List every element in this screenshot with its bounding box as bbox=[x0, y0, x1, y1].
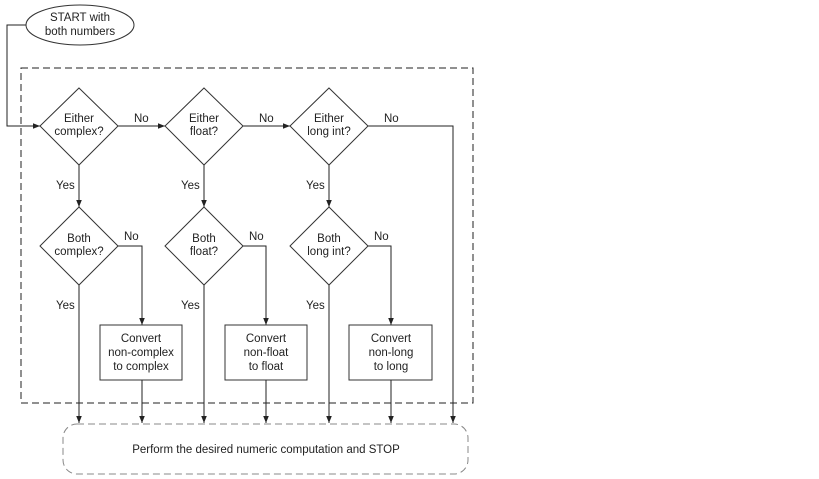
no-label: No bbox=[259, 113, 274, 125]
end-text: Perform the desired numeric computation … bbox=[132, 444, 400, 456]
convert-text: Convert bbox=[121, 333, 162, 345]
convert-text: to float bbox=[249, 361, 284, 373]
convert-text: to long bbox=[374, 361, 409, 373]
column-long: Either long int? Yes Both long int? Yes … bbox=[289, 87, 433, 423]
decision-text: Either bbox=[189, 113, 219, 125]
connector-no bbox=[368, 125, 456, 423]
yes-label: Yes bbox=[56, 180, 75, 192]
start-connector bbox=[6, 24, 40, 129]
no-label: No bbox=[249, 231, 264, 243]
column-complex: Either complex? Yes Both complex? Yes No… bbox=[39, 87, 183, 423]
start-text: both numbers bbox=[45, 26, 116, 38]
no-label: No bbox=[134, 113, 149, 125]
decision-text: float? bbox=[190, 246, 218, 258]
decision-text: Both bbox=[67, 233, 91, 245]
no-label: No bbox=[124, 231, 139, 243]
decision-text: float? bbox=[190, 126, 218, 138]
convert-text: non-complex bbox=[108, 347, 174, 359]
convert-text: non-long bbox=[369, 347, 414, 359]
convert-text: Convert bbox=[371, 333, 412, 345]
decision-text: Either bbox=[64, 113, 94, 125]
start-text: START with bbox=[50, 12, 110, 24]
yes-label: Yes bbox=[56, 300, 75, 312]
column-float: Either float? Yes Both float? Yes No Con… bbox=[164, 87, 308, 423]
convert-text: to complex bbox=[113, 361, 169, 373]
decision-text: Either bbox=[314, 113, 344, 125]
convert-text: non-float bbox=[244, 347, 290, 359]
yes-label: Yes bbox=[181, 300, 200, 312]
yes-label: Yes bbox=[181, 180, 200, 192]
yes-label: Yes bbox=[306, 180, 325, 192]
no-label: No bbox=[374, 231, 389, 243]
decision-text: long int? bbox=[307, 246, 350, 258]
convert-box bbox=[99, 324, 183, 381]
decision-text: complex? bbox=[54, 126, 103, 138]
no-label: No bbox=[384, 113, 399, 125]
start-node: START with both numbers bbox=[25, 4, 135, 46]
decision-text: Both bbox=[192, 233, 216, 245]
svg-text:both numbers: both numbers bbox=[45, 26, 116, 38]
convert-text: Convert bbox=[246, 333, 287, 345]
end-node: Perform the desired numeric computation … bbox=[62, 423, 469, 475]
decision-text: long int? bbox=[307, 126, 350, 138]
svg-text:START with: START with bbox=[50, 12, 110, 24]
coercion-group-border bbox=[20, 67, 474, 404]
decision-text: complex? bbox=[54, 246, 103, 258]
yes-label: Yes bbox=[306, 300, 325, 312]
decision-text: Both bbox=[317, 233, 341, 245]
convert-box bbox=[348, 324, 433, 381]
